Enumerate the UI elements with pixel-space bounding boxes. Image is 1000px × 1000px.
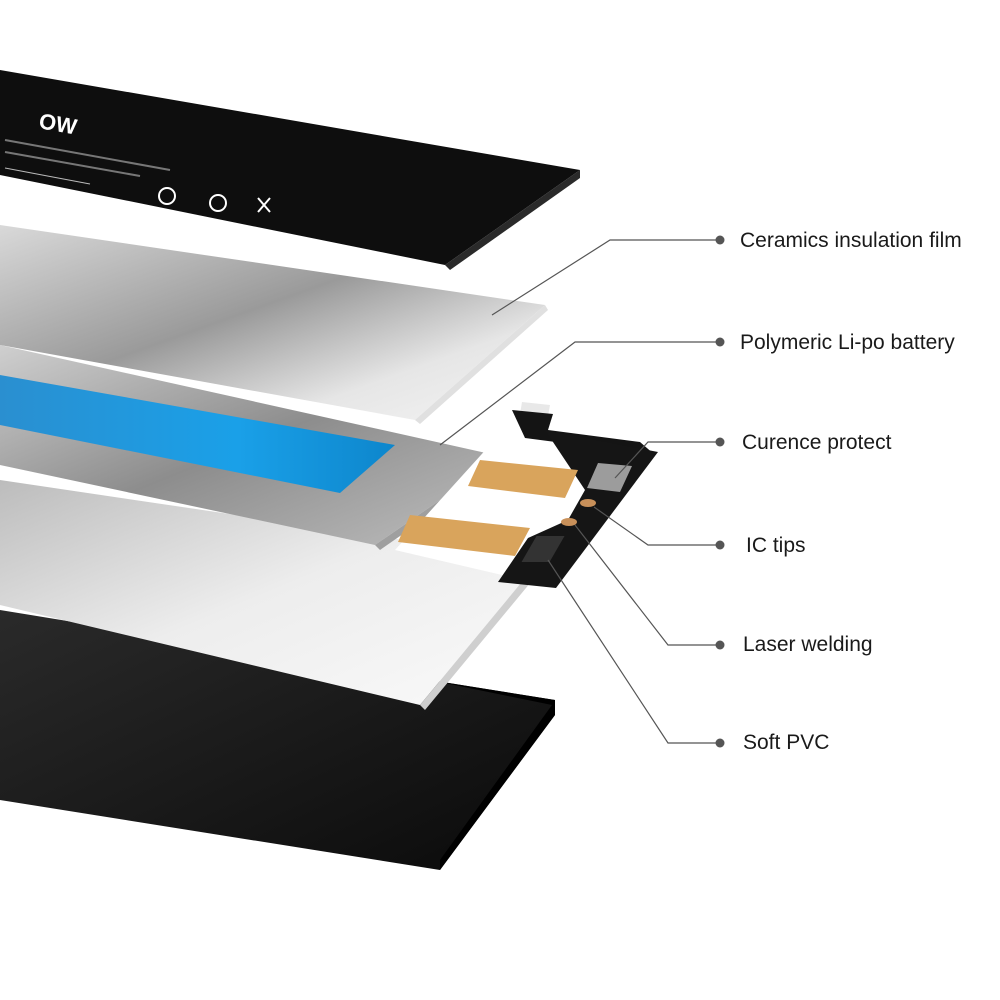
dot-pvc	[716, 739, 725, 748]
callout-label-laser: Laser welding	[743, 633, 873, 657]
callout-dots	[716, 236, 725, 748]
callout-label-pvc: Soft PVC	[743, 731, 829, 755]
callout-label-battery: Polymeric Li-po battery	[740, 331, 955, 355]
leader-ic	[594, 507, 720, 545]
dot-battery	[716, 338, 725, 347]
callout-label-ceramics: Ceramics insulation film	[740, 229, 962, 253]
dot-protect	[716, 438, 725, 447]
callout-label-ic: IC tips	[746, 534, 806, 558]
leader-pvc	[548, 560, 720, 743]
dot-ic	[716, 541, 725, 550]
dot-ceramics	[716, 236, 725, 245]
callout-label-protect: Curence protect	[742, 431, 891, 455]
leader-laser	[575, 525, 720, 645]
dot-laser	[716, 641, 725, 650]
